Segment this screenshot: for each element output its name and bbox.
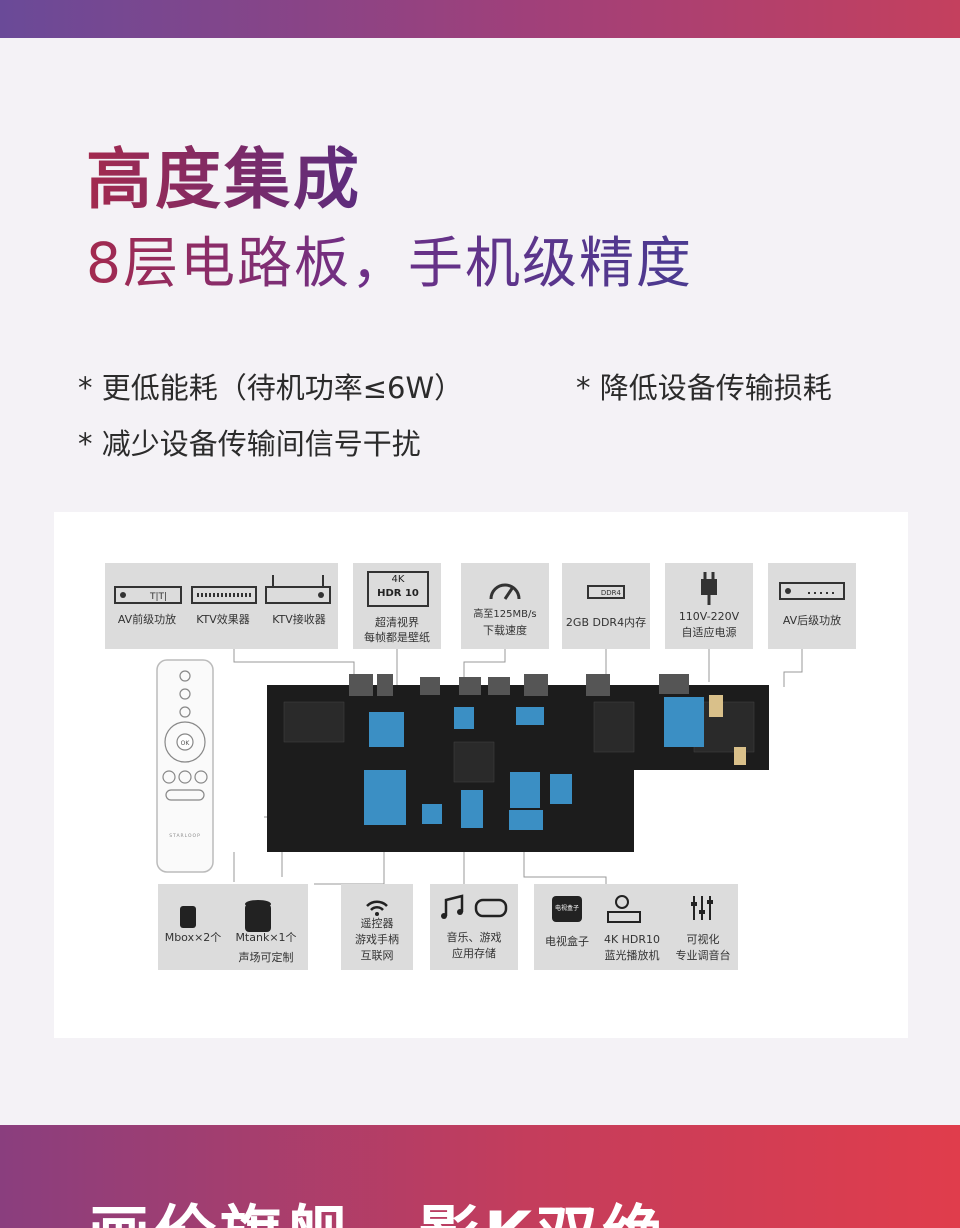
hdr-badge-4k: 4K [391, 574, 405, 585]
box-speakers: Mbox×2个 Mtank×1个 声场可定制 [158, 884, 308, 970]
bullet-low-interference: * 减少设备传输间信号干扰 [78, 427, 421, 461]
label-mixer-line2: 专业调音台 [675, 949, 731, 962]
label-wireless-line3: 互联网 [360, 949, 394, 962]
label-music-line1: 音乐、游戏 [446, 931, 502, 944]
label-wireless-line1: 遥控器 [360, 917, 394, 930]
label-av-post-amp: AV后级功放 [782, 614, 842, 627]
speaker-icons [180, 900, 271, 932]
device-icons: T|T| [114, 575, 331, 604]
remote-brand-label: STARLOOP [169, 833, 201, 839]
label-hdr-line1: 超清视界 [375, 616, 419, 629]
label-music-line2: 应用存储 [452, 947, 496, 960]
label-ktv-effect: KTV效果器 [196, 613, 250, 626]
label-mixer-line1: 可视化 [686, 933, 720, 946]
bottom-banner-text: 画伦旗舰，影K双绝 [88, 1195, 668, 1228]
speedometer-icon [489, 583, 521, 600]
box-power: 110V-220V 自适应电源 [665, 563, 753, 649]
circuit-board-illustration: OK STARLOOP [156, 649, 803, 885]
label-bluray-line1: 4K HDR10 [603, 933, 661, 946]
label-tv-box: 电视盒子 [545, 935, 589, 948]
label-mtank: Mtank×1个 [235, 931, 297, 944]
page-subtitle: 8层电路板，手机级精度 [86, 228, 693, 298]
box-hdr: 4K HDR 10 超清视界 每帧都是壁纸 [353, 563, 441, 649]
svg-text:T|T|: T|T| [149, 592, 167, 602]
label-power-line1: 110V-220V [678, 610, 740, 623]
box-av-sources: 电视盒子 电视盒子 4K HDR10 蓝光播放机 可视化 专业调音台 [534, 884, 738, 970]
label-power-line2: 自适应电源 [681, 626, 737, 639]
tv-box-icon: 电视盒子 [552, 896, 582, 922]
top-gradient-bar [0, 0, 960, 38]
bluray-player-icon [607, 895, 641, 923]
page-title: 高度集成 [86, 141, 362, 218]
label-ddr4: 2GB DDR4内存 [565, 616, 647, 629]
music-gamepad-icon [441, 894, 508, 919]
label-speed-line1: 高至125MB/s [473, 609, 537, 620]
hdr-badge-hdr10: HDR 10 [377, 588, 419, 599]
plug-icon [701, 572, 717, 605]
label-mbox: Mbox×2个 [164, 931, 222, 944]
amplifier-icon [779, 582, 845, 600]
label-sound-field: 声场可定制 [238, 951, 294, 964]
box-audio-devices: T|T| [105, 563, 338, 649]
label-bluray-line2: 蓝光播放机 [604, 949, 660, 962]
label-hdr-line2: 每帧都是壁纸 [364, 631, 430, 644]
label-wireless-line2: 游戏手柄 [355, 933, 399, 946]
remote-ok-label: OK [181, 740, 191, 747]
box-ddr4: DDR4 2GB DDR4内存 [562, 563, 650, 649]
box-wireless: 遥控器 游戏手柄 互联网 [341, 884, 413, 970]
mixer-icon [691, 896, 713, 920]
box-speed: 高至125MB/s 下载速度 [461, 563, 549, 649]
bullet-low-loss: * 降低设备传输损耗 [576, 371, 832, 405]
bottom-banner: 画伦旗舰，影K双绝 [0, 1125, 960, 1228]
label-ktv-receiver: KTV接收器 [272, 613, 326, 626]
memory-chip-icon: DDR4 [587, 585, 625, 599]
label-av-pre-amp: AV前级功放 [117, 613, 177, 626]
wifi-icon [366, 900, 388, 916]
bullet-low-power: * 更低能耗（待机功率≤6W） [78, 371, 464, 405]
label-speed-line2: 下载速度 [483, 624, 527, 637]
box-av-post: AV后级功放 [768, 563, 856, 649]
box-music-games: 音乐、游戏 应用存储 [430, 884, 518, 970]
diagram-panel: T|T| AV前级功放 KTV效果器 KTV接收器 4K HDR 10 超清视界… [54, 512, 908, 1038]
